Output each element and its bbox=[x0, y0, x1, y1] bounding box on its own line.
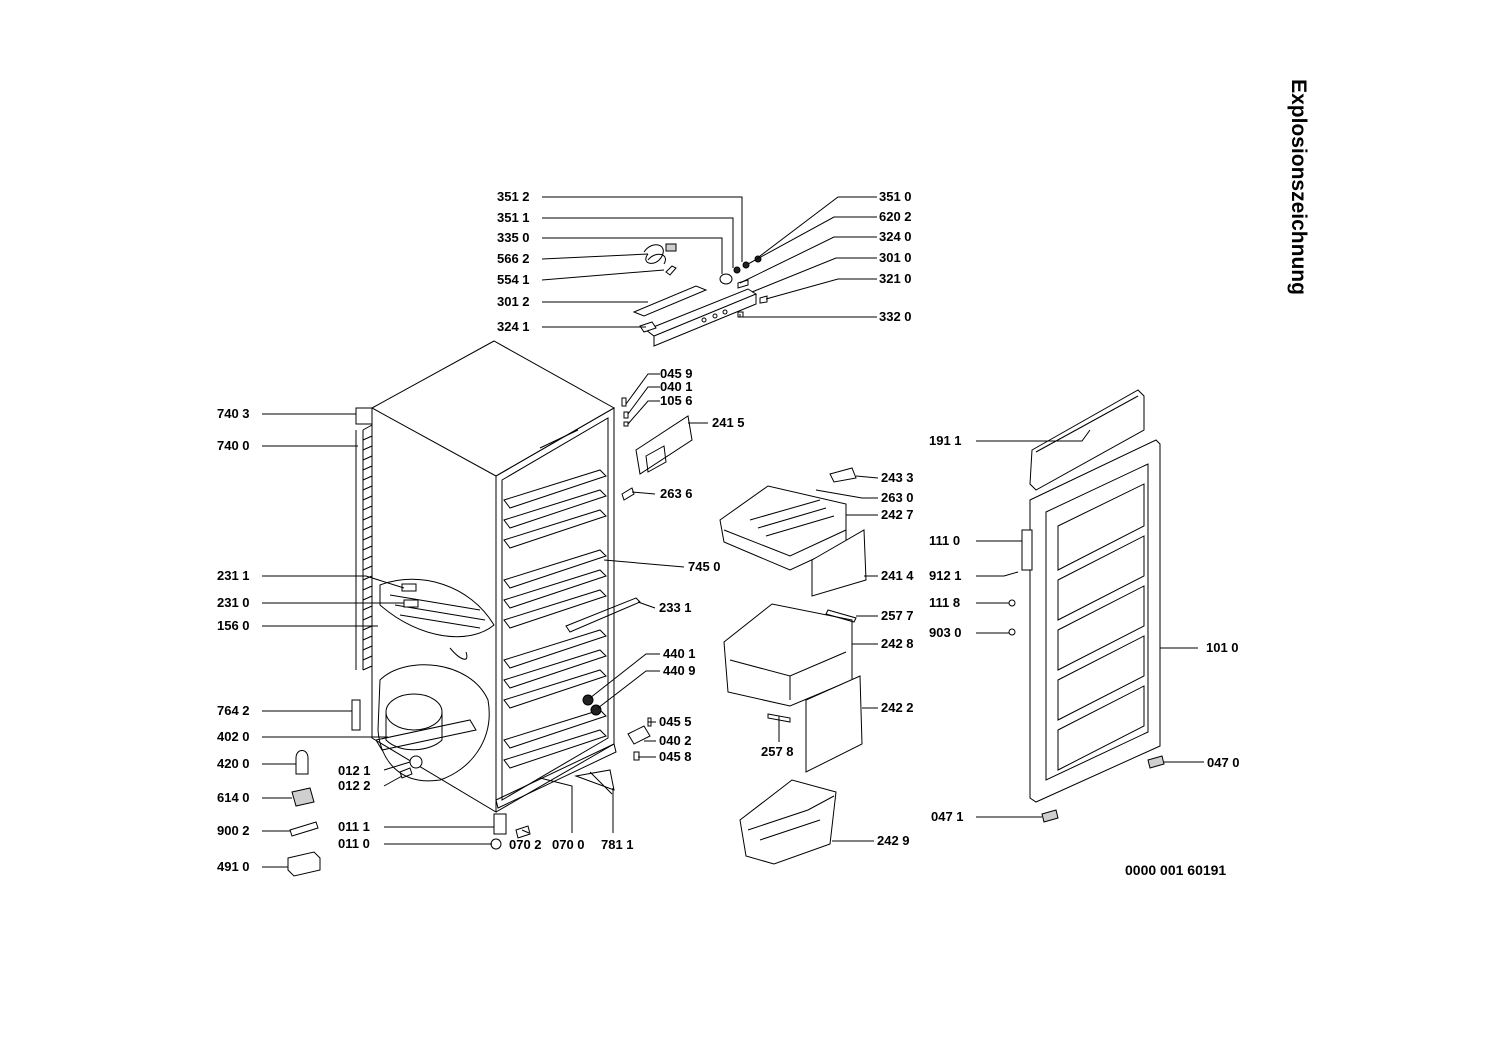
part-label: 420 0 bbox=[217, 756, 250, 771]
part-label: 243 3 bbox=[881, 470, 914, 485]
part-label: 047 1 bbox=[931, 809, 964, 824]
part-label: 242 8 bbox=[881, 636, 914, 651]
part-label: 111 8 bbox=[929, 595, 960, 610]
part-label: 231 1 bbox=[217, 568, 250, 583]
part-label: 301 2 bbox=[497, 294, 530, 309]
part-label: 242 9 bbox=[877, 833, 910, 848]
evaporator-shelves bbox=[503, 469, 607, 769]
part-label: 321 0 bbox=[879, 271, 912, 286]
part-label: 912 1 bbox=[929, 568, 962, 583]
part-label: 324 1 bbox=[497, 319, 530, 334]
part-label: 351 0 bbox=[879, 189, 912, 204]
part-label: 301 0 bbox=[879, 250, 912, 265]
part-label: 070 2 bbox=[509, 837, 542, 852]
upper-drawer bbox=[719, 467, 867, 597]
part-label: 440 9 bbox=[663, 663, 696, 678]
glass-shelf-part bbox=[379, 578, 495, 660]
part-label: 241 5 bbox=[712, 415, 745, 430]
part-label: 351 2 bbox=[497, 189, 530, 204]
part-label: 191 1 bbox=[929, 433, 962, 448]
cabinet-body bbox=[355, 340, 617, 813]
part-label: 233 1 bbox=[659, 600, 692, 615]
part-label: 040 1 bbox=[660, 379, 693, 394]
top-hinge-assembly bbox=[632, 243, 768, 347]
part-label: 011 0 bbox=[338, 836, 370, 851]
part-label: 332 0 bbox=[879, 309, 912, 324]
part-label: 045 9 bbox=[660, 366, 693, 381]
part-label: 620 2 bbox=[879, 209, 912, 224]
part-label: 566 2 bbox=[497, 251, 530, 266]
part-label: 011 1 bbox=[338, 819, 370, 834]
cabinet-grille-pattern bbox=[362, 435, 373, 661]
part-label: 263 6 bbox=[660, 486, 693, 501]
part-label: 745 0 bbox=[688, 559, 721, 574]
part-label: 101 0 bbox=[1206, 640, 1239, 655]
part-label: 257 8 bbox=[761, 744, 794, 759]
part-label: 263 0 bbox=[881, 490, 914, 505]
part-label: 324 0 bbox=[879, 229, 912, 244]
left-small-parts bbox=[287, 750, 615, 877]
part-label: 740 0 bbox=[217, 438, 250, 453]
lower-drawer bbox=[739, 779, 837, 865]
part-label: 040 2 bbox=[659, 733, 692, 748]
part-label: 241 4 bbox=[881, 568, 914, 583]
middle-drawer bbox=[723, 603, 863, 773]
part-label: 351 1 bbox=[497, 210, 530, 225]
part-label: 045 5 bbox=[659, 714, 692, 729]
part-label: 111 0 bbox=[929, 533, 960, 548]
part-label: 156 0 bbox=[217, 618, 250, 633]
part-label: 440 1 bbox=[663, 646, 696, 661]
part-label: 740 3 bbox=[217, 406, 250, 421]
part-label: 402 0 bbox=[217, 729, 250, 744]
part-label: 231 0 bbox=[217, 595, 250, 610]
part-label: 047 0 bbox=[1207, 755, 1240, 770]
document-number: 0000 001 60191 bbox=[1125, 862, 1227, 878]
part-label: 614 0 bbox=[217, 790, 250, 805]
part-label: 554 1 bbox=[497, 272, 530, 287]
leader-lines bbox=[262, 196, 1204, 868]
part-label: 105 6 bbox=[660, 393, 693, 408]
part-label: 070 0 bbox=[552, 837, 585, 852]
part-label: 242 2 bbox=[881, 700, 914, 715]
part-label: 012 2 bbox=[338, 778, 371, 793]
door-assembly bbox=[1003, 389, 1165, 823]
part-labels: 351 2 351 1 335 0 566 2 554 1 301 2 324 … bbox=[217, 189, 1240, 874]
part-label: 764 2 bbox=[217, 703, 250, 718]
part-label: 335 0 bbox=[497, 230, 530, 245]
part-label: 903 0 bbox=[929, 625, 962, 640]
part-label: 491 0 bbox=[217, 859, 250, 874]
part-label: 257 7 bbox=[881, 608, 914, 623]
part-label: 242 7 bbox=[881, 507, 914, 522]
compressor-detail bbox=[351, 664, 490, 782]
part-label: 012 1 bbox=[338, 763, 371, 778]
right-hinge-hardware bbox=[565, 397, 693, 761]
part-label: 900 2 bbox=[217, 823, 250, 838]
part-label: 781 1 bbox=[601, 837, 634, 852]
part-label: 045 8 bbox=[659, 749, 692, 764]
